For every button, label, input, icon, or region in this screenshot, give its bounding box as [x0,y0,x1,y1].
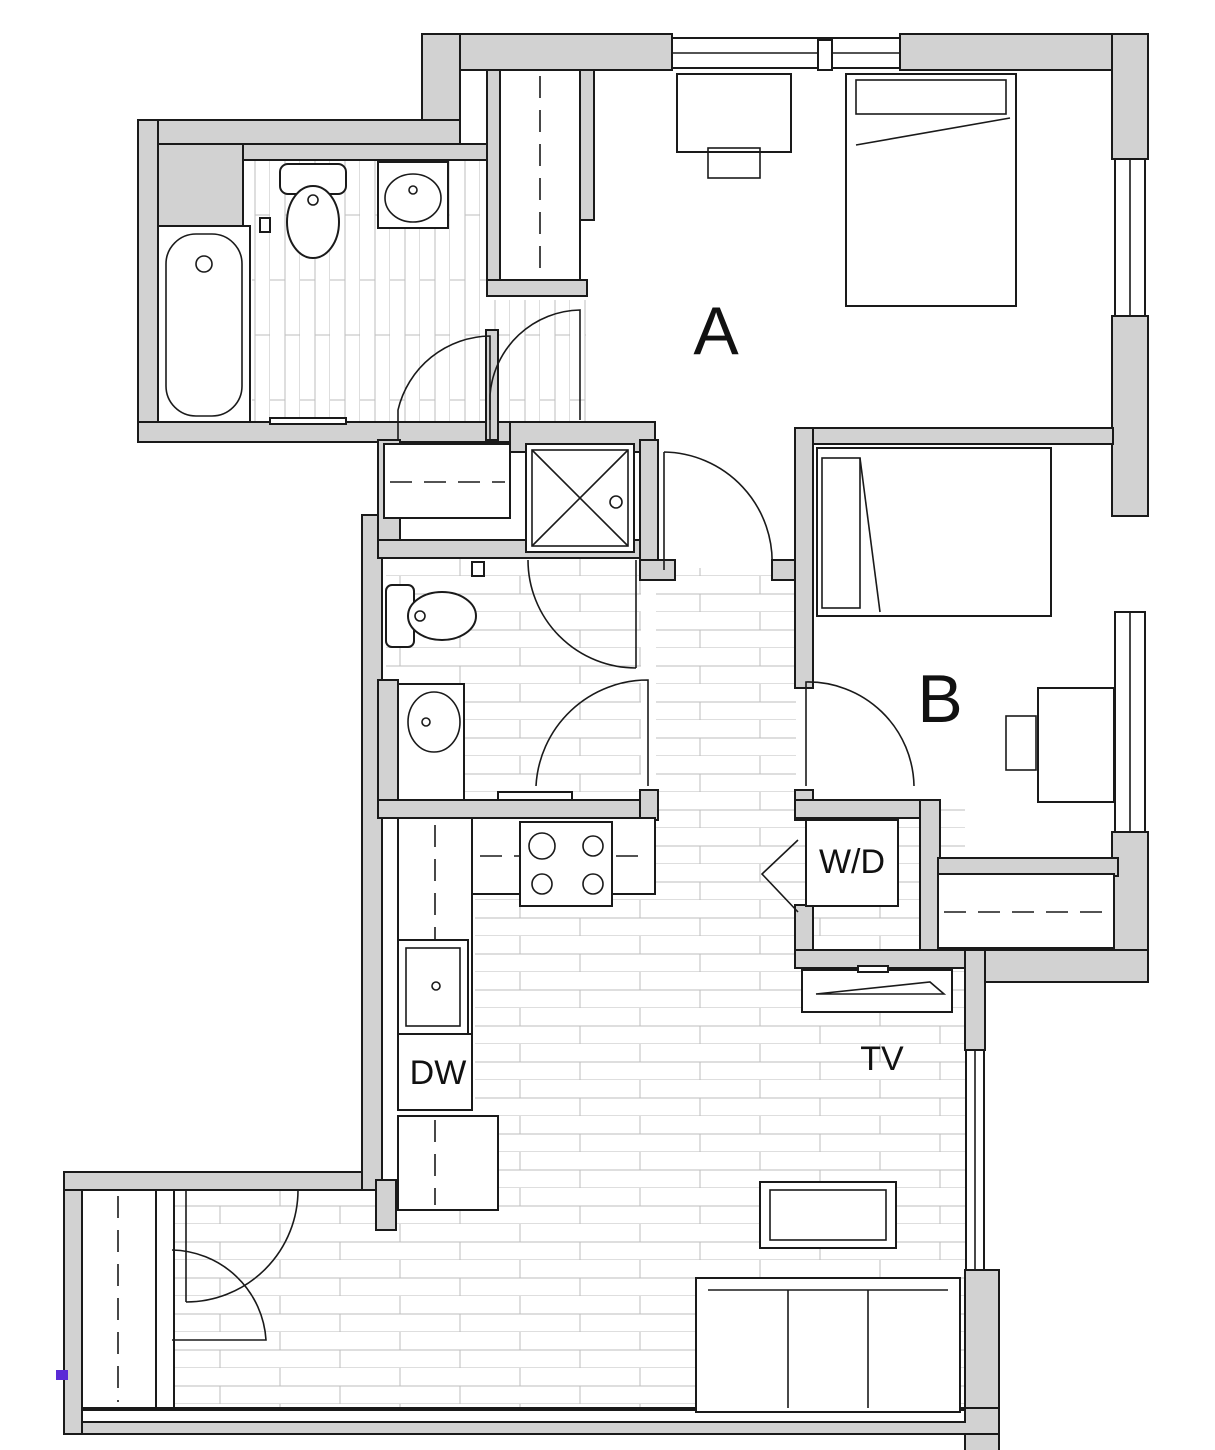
desk-a [676,73,792,153]
door-bath-a [397,335,491,440]
labels: A B W/D DW TV [410,293,963,1092]
tv-console [801,969,953,1013]
pillow-b [821,457,861,609]
door-bedroom-a-hall [663,451,773,570]
pantry [397,1115,499,1211]
entry [56,1189,175,1409]
door-closet [171,1249,267,1341]
coffee-table [759,1181,897,1249]
coat-closet [81,1189,157,1409]
desk-b [1037,687,1115,803]
laundry [760,819,899,913]
toilet-a-bowl [286,185,340,259]
sink-a-counter [377,161,449,229]
washer-dryer [805,819,899,907]
door-bath-b [527,559,637,669]
dishwasher [397,1033,473,1111]
sink-b-basin [407,691,461,753]
entry-floor [172,1185,477,1410]
dishwasher-label: DW [410,1054,467,1092]
linen-closet [383,443,511,519]
living [695,965,961,1413]
kitchen [397,817,656,1211]
room-label-a: A [693,293,739,369]
sink-a-basin [384,173,442,223]
closet-b [937,873,1115,949]
towel-bar-a [269,417,347,425]
room-label-b: B [917,661,962,737]
toilet-b-bowl [407,591,477,641]
doors [171,309,915,1341]
bathroom-b [383,443,635,801]
kitchen-sink [397,939,469,1035]
closet-a [499,69,581,281]
door-entry [185,1189,299,1303]
tv-label: TV [860,1040,904,1078]
pillow-a [855,79,1007,115]
door-bedroom-b [805,681,915,787]
bathroom-a [157,161,449,425]
bedroom-a [499,69,1017,307]
sofa [695,1277,961,1413]
bedroom-b [816,447,1115,949]
bathtub [157,225,251,423]
hall-floor [656,568,796,808]
chair-b [1005,715,1037,771]
towel-bar-b [497,791,573,801]
bed-b [816,447,1052,617]
chair-a [707,147,761,179]
marker [56,1370,68,1380]
washer-dryer-label: W/D [819,843,885,881]
door-bath-b-2 [535,679,649,787]
door-bedroom-a [489,309,581,420]
bed-a [845,73,1017,307]
